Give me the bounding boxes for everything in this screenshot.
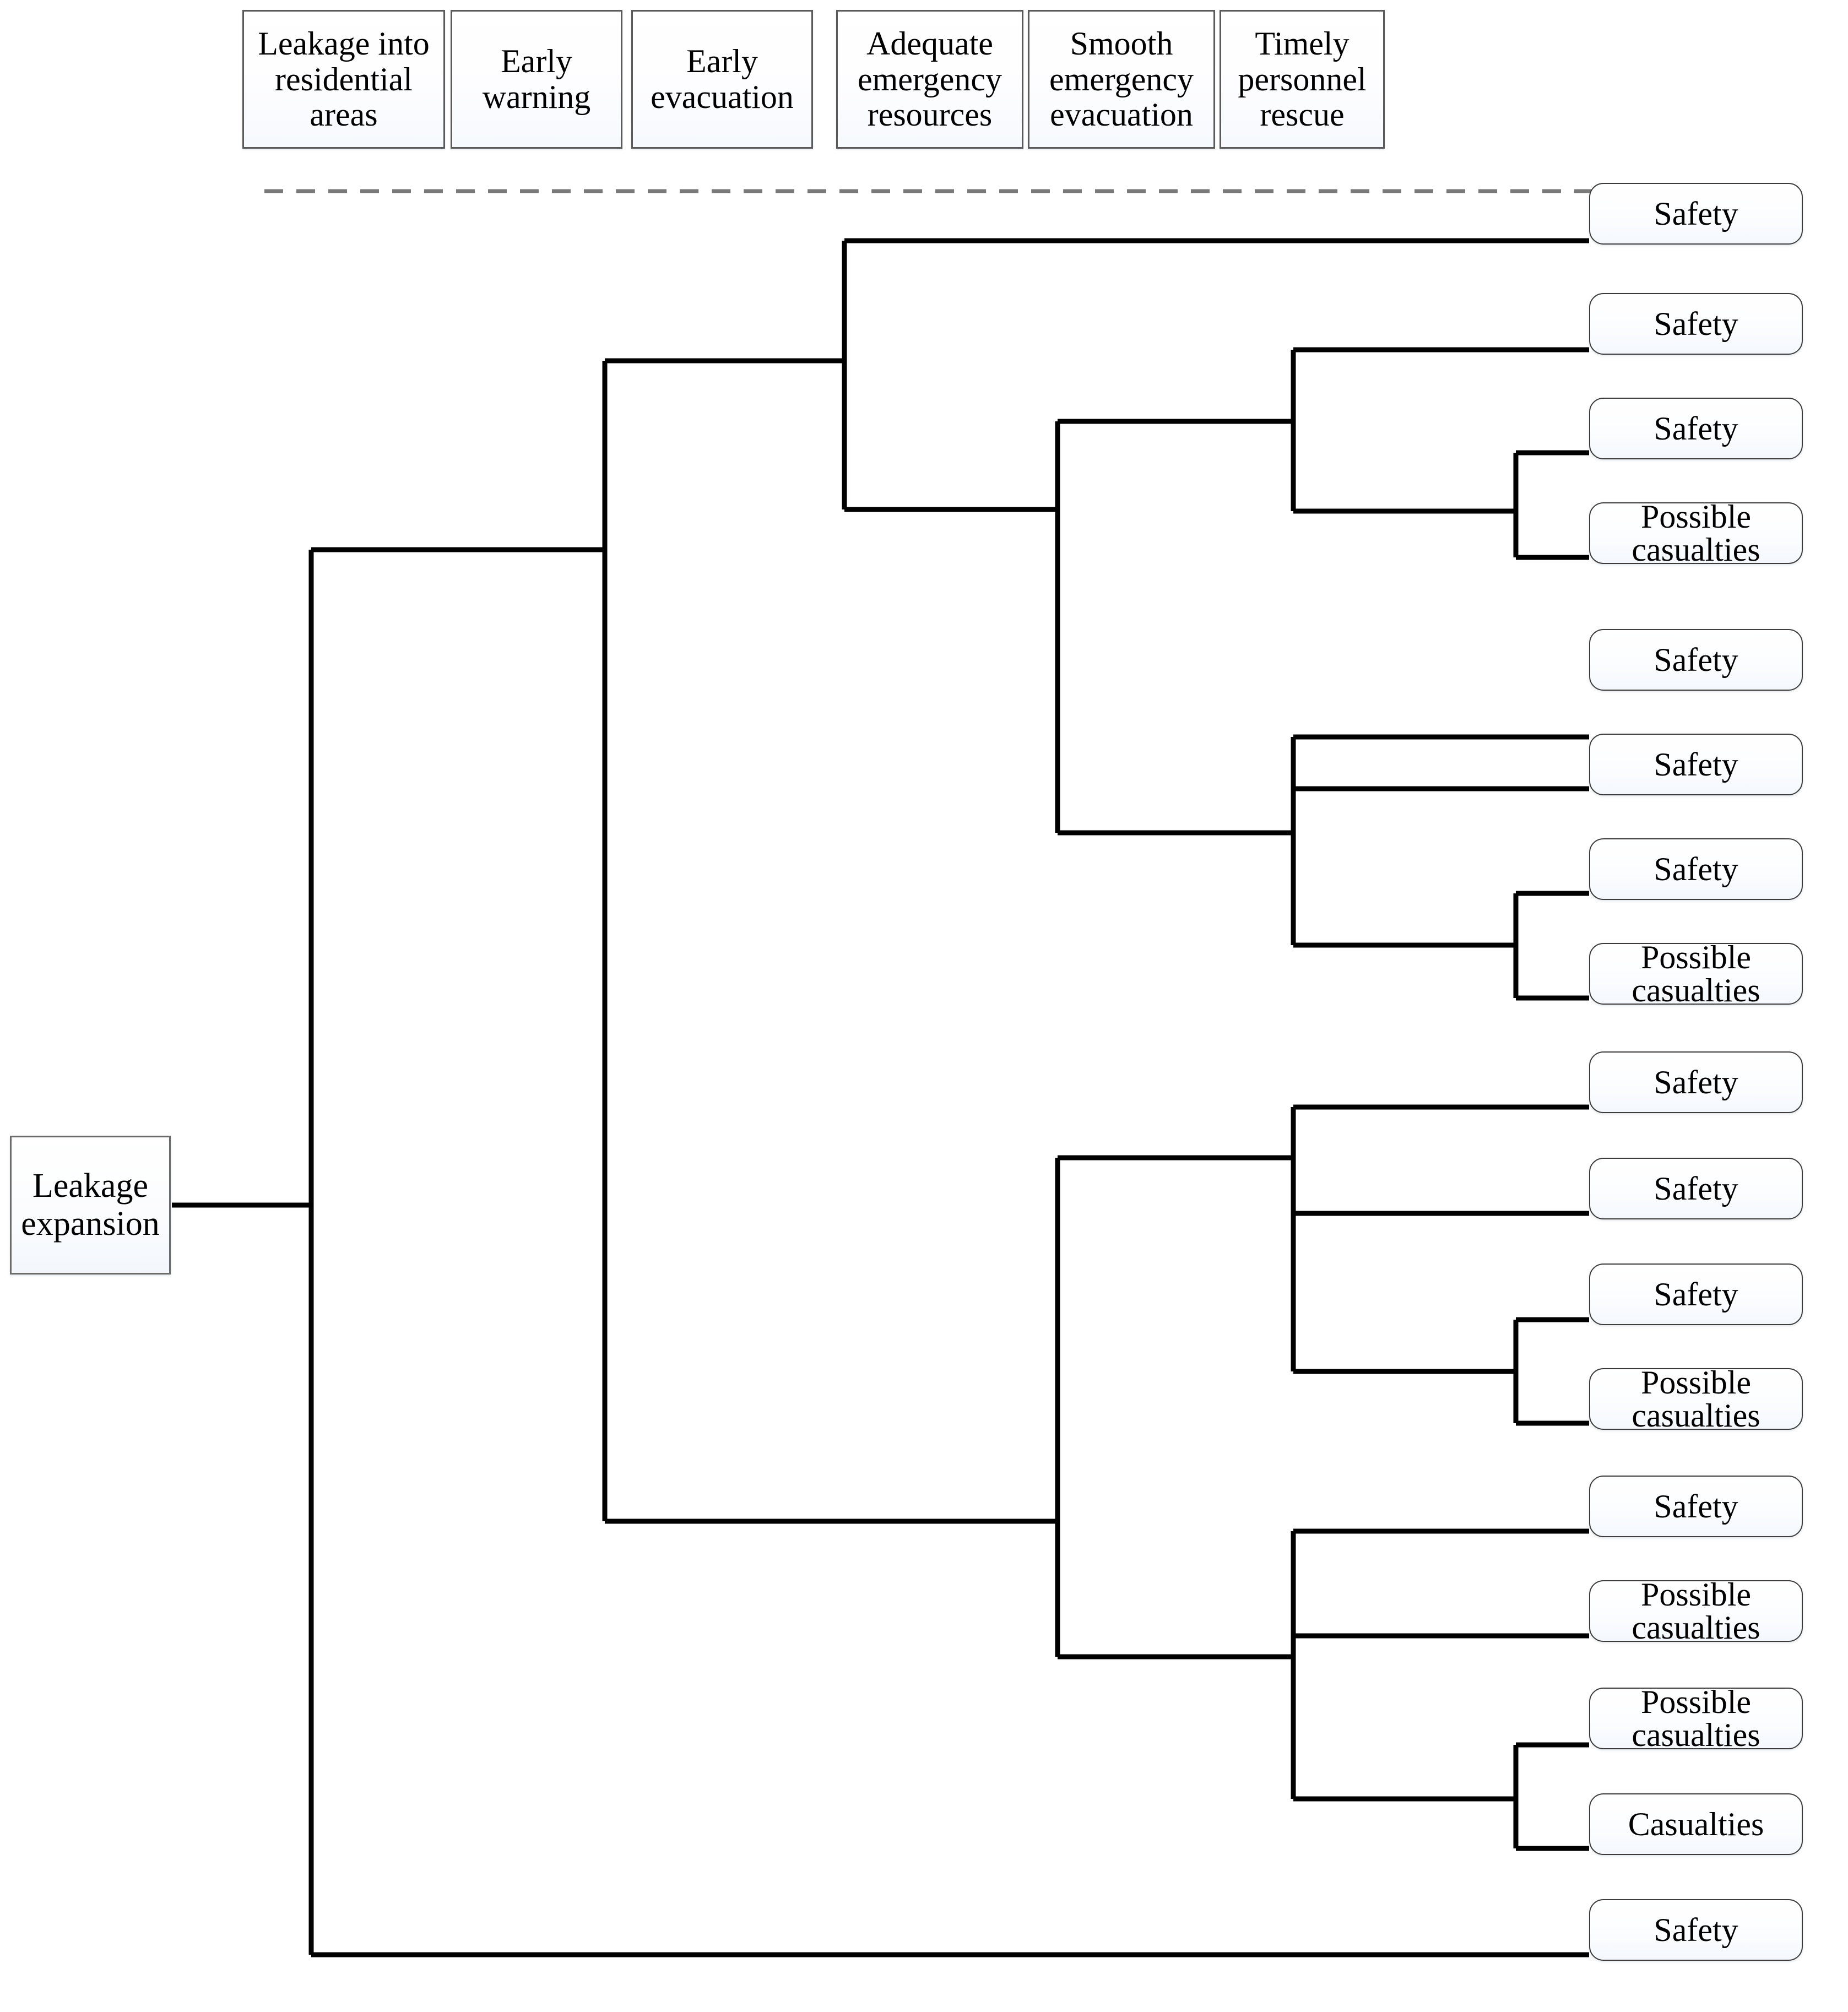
outcome-node-13: Safety bbox=[1589, 1476, 1803, 1537]
condition-header-1: Early warning bbox=[451, 10, 622, 149]
outcome-node-5: Safety bbox=[1589, 629, 1803, 691]
outcome-node-12: Possible casualties bbox=[1589, 1366, 1803, 1432]
outcome-node-4: Possible casualties bbox=[1589, 500, 1803, 566]
outcome-node-11: Safety bbox=[1589, 1263, 1803, 1325]
condition-header-4: Smooth emergency evacuation bbox=[1028, 10, 1215, 149]
condition-header-0: Leakage into residential areas bbox=[242, 10, 445, 149]
outcome-node-8: Possible casualties bbox=[1589, 941, 1803, 1007]
outcome-node-9: Safety bbox=[1589, 1051, 1803, 1113]
outcome-node-3: Safety bbox=[1589, 398, 1803, 459]
outcome-node-16: Casualties bbox=[1589, 1793, 1803, 1855]
outcome-node-15: Possible casualties bbox=[1589, 1685, 1803, 1751]
outcome-node-2: Safety bbox=[1589, 293, 1803, 355]
root-node-leakage-expansion: Leakage expansion bbox=[10, 1136, 171, 1275]
condition-header-3: Adequate emergency resources bbox=[836, 10, 1023, 149]
outcome-node-10: Safety bbox=[1589, 1158, 1803, 1219]
outcome-node-14: Possible casualties bbox=[1589, 1578, 1803, 1644]
outcome-node-7: Safety bbox=[1589, 838, 1803, 900]
condition-header-5: Timely personnel rescue bbox=[1220, 10, 1385, 149]
condition-header-2: Early evacuation bbox=[631, 10, 813, 149]
outcome-node-1: Safety bbox=[1589, 183, 1803, 245]
outcome-node-6: Safety bbox=[1589, 734, 1803, 795]
outcome-node-17: Safety bbox=[1589, 1899, 1803, 1961]
